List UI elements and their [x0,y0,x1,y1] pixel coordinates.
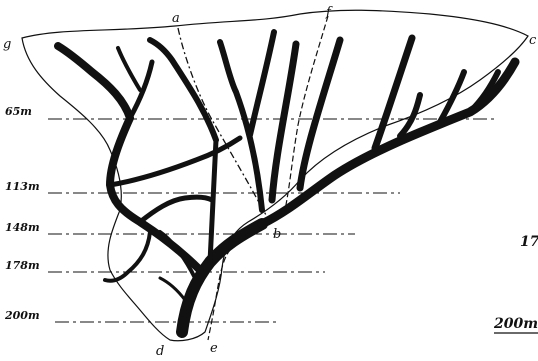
point-label-c: c [529,33,537,48]
branch-mid-1 [300,40,340,188]
depth-label-148m: 148m [5,221,40,234]
branch-mid-4 [250,32,274,135]
point-label-d: d [156,344,164,359]
depth-label-200m: 200m [4,309,40,322]
glacier-branches [58,32,515,332]
branch-mid-2 [272,44,296,200]
depth-label-113m: 113m [5,180,40,193]
branch-left-4 [140,197,212,222]
point-label-g: g [3,37,11,52]
branch-left-7 [160,278,185,300]
right-scale-label: 200m [493,316,538,332]
branch-left-3 [110,138,240,185]
branch-left-2 [118,48,140,90]
right-partial-number: 17 [520,234,538,250]
point-label-f: f [325,5,333,20]
depth-label-178m: 178m [5,259,40,272]
branch-mid-3 [220,42,262,210]
depth-label-65m: 65m [5,105,32,118]
point-label-b: b [273,227,281,242]
branch-left-main [58,46,200,270]
point-label-e: e [210,341,218,356]
point-label-a: a [172,11,180,26]
branch-center-2 [150,40,216,140]
branch-main-right [262,62,515,224]
